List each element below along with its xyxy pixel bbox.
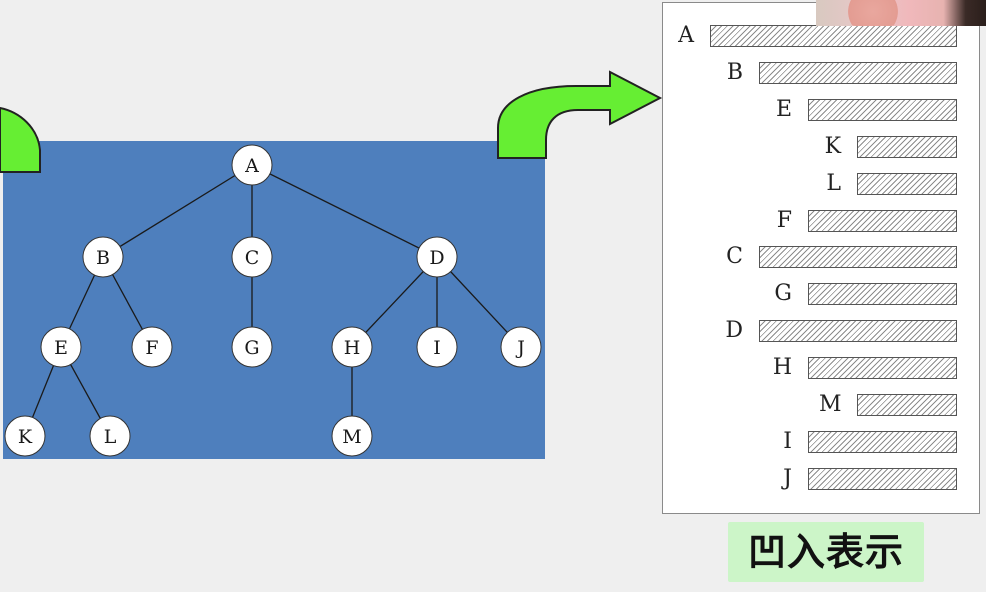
- tree-node-D: D: [416, 236, 458, 278]
- indentation-row-label: M: [819, 392, 842, 417]
- tree-node-label: G: [244, 337, 259, 359]
- tree-node-G: G: [231, 326, 273, 368]
- tree-node-label: L: [104, 426, 117, 448]
- tree-node-circle: [231, 326, 273, 368]
- indentation-row-label: B: [726, 59, 743, 85]
- indentation-bar-C: [759, 246, 957, 269]
- tree-edge-A-B: [102, 164, 253, 258]
- tree-node-circle: [500, 326, 542, 368]
- tree-node-circle: [331, 326, 373, 368]
- indentation-row-label: A: [678, 23, 694, 48]
- indentation-bar-L: [857, 172, 957, 195]
- tree-node-A: A: [231, 144, 273, 186]
- tree-edge-D-H: [351, 256, 438, 348]
- tree-node-M: M: [331, 415, 373, 457]
- tree-node-circle: [89, 415, 131, 457]
- caption-label: 凹入表示: [728, 522, 924, 582]
- tree-node-B: B: [82, 236, 124, 278]
- tree-node-label: A: [244, 155, 259, 177]
- indentation-bar-E: [808, 98, 957, 121]
- indentation-row-label: L: [826, 170, 841, 196]
- curved-arrow-left: [0, 106, 41, 173]
- tree-edge-D-J: [436, 256, 522, 348]
- tree-node-label: B: [96, 247, 110, 269]
- tree-node-circle: [131, 326, 173, 368]
- tree-background: [3, 141, 545, 459]
- tree-node-E: E: [40, 326, 82, 368]
- indentation-row-label: F: [776, 207, 792, 233]
- tree-node-I: I: [416, 326, 458, 368]
- presenter-face: [838, 0, 908, 26]
- tree-node-F: F: [131, 326, 173, 368]
- indentation-row-label: E: [775, 96, 792, 122]
- tree-node-circle: [416, 236, 458, 278]
- tree-node-circle: [416, 326, 458, 368]
- tree-node-label: D: [429, 247, 444, 269]
- webcam-overlay: [816, 0, 986, 26]
- indentation-row-label: H: [772, 355, 792, 381]
- tree-node-label: F: [145, 337, 158, 359]
- indentation-bar-A: [710, 25, 957, 47]
- tree-node-circle: [231, 236, 273, 278]
- indentation-bar-F: [808, 209, 957, 232]
- indentation-bar-I: [808, 430, 957, 453]
- indentation-bar-M: [857, 394, 957, 416]
- indentation-bar-H: [808, 357, 957, 380]
- tree-node-label: I: [433, 337, 441, 359]
- tree-node-label: C: [245, 247, 260, 269]
- tree-node-circle: [4, 415, 46, 457]
- tree-node-K: K: [4, 415, 46, 457]
- indentation-bar-B: [759, 61, 957, 84]
- indentation-row-label: G: [774, 281, 792, 307]
- indentation-row-label: J: [783, 465, 792, 491]
- tree-node-label: J: [515, 337, 525, 359]
- tree-node-label: E: [54, 337, 68, 359]
- indentation-row-label: C: [726, 244, 743, 270]
- indentation-bar-J: [808, 467, 957, 490]
- tree-node-H: H: [331, 326, 373, 368]
- tree-node-L: L: [89, 415, 131, 457]
- indentation-row-label: D: [725, 318, 743, 344]
- tree-node-circle: [40, 326, 82, 368]
- indentation-bar-K: [857, 135, 957, 158]
- tree-node-C: C: [231, 236, 273, 278]
- indentation-row-label: K: [824, 133, 841, 159]
- tree-node-circle: [331, 415, 373, 457]
- indentation-bar-G: [808, 283, 957, 306]
- tree-edge-A-D: [251, 164, 438, 258]
- tree-node-circle: [82, 236, 124, 278]
- indentation-row-label: I: [783, 428, 792, 454]
- tree-node-J: J: [500, 326, 542, 368]
- tree-nodes: A B C D E F G H I J K L M: [4, 144, 542, 457]
- tree-node-label: H: [344, 337, 361, 359]
- curved-arrow-to-indentation: [497, 70, 663, 159]
- tree-node-circle: [231, 144, 273, 186]
- tree-node-label: K: [18, 426, 33, 448]
- tree-node-label: M: [342, 426, 361, 448]
- indentation-bar-D: [759, 320, 957, 343]
